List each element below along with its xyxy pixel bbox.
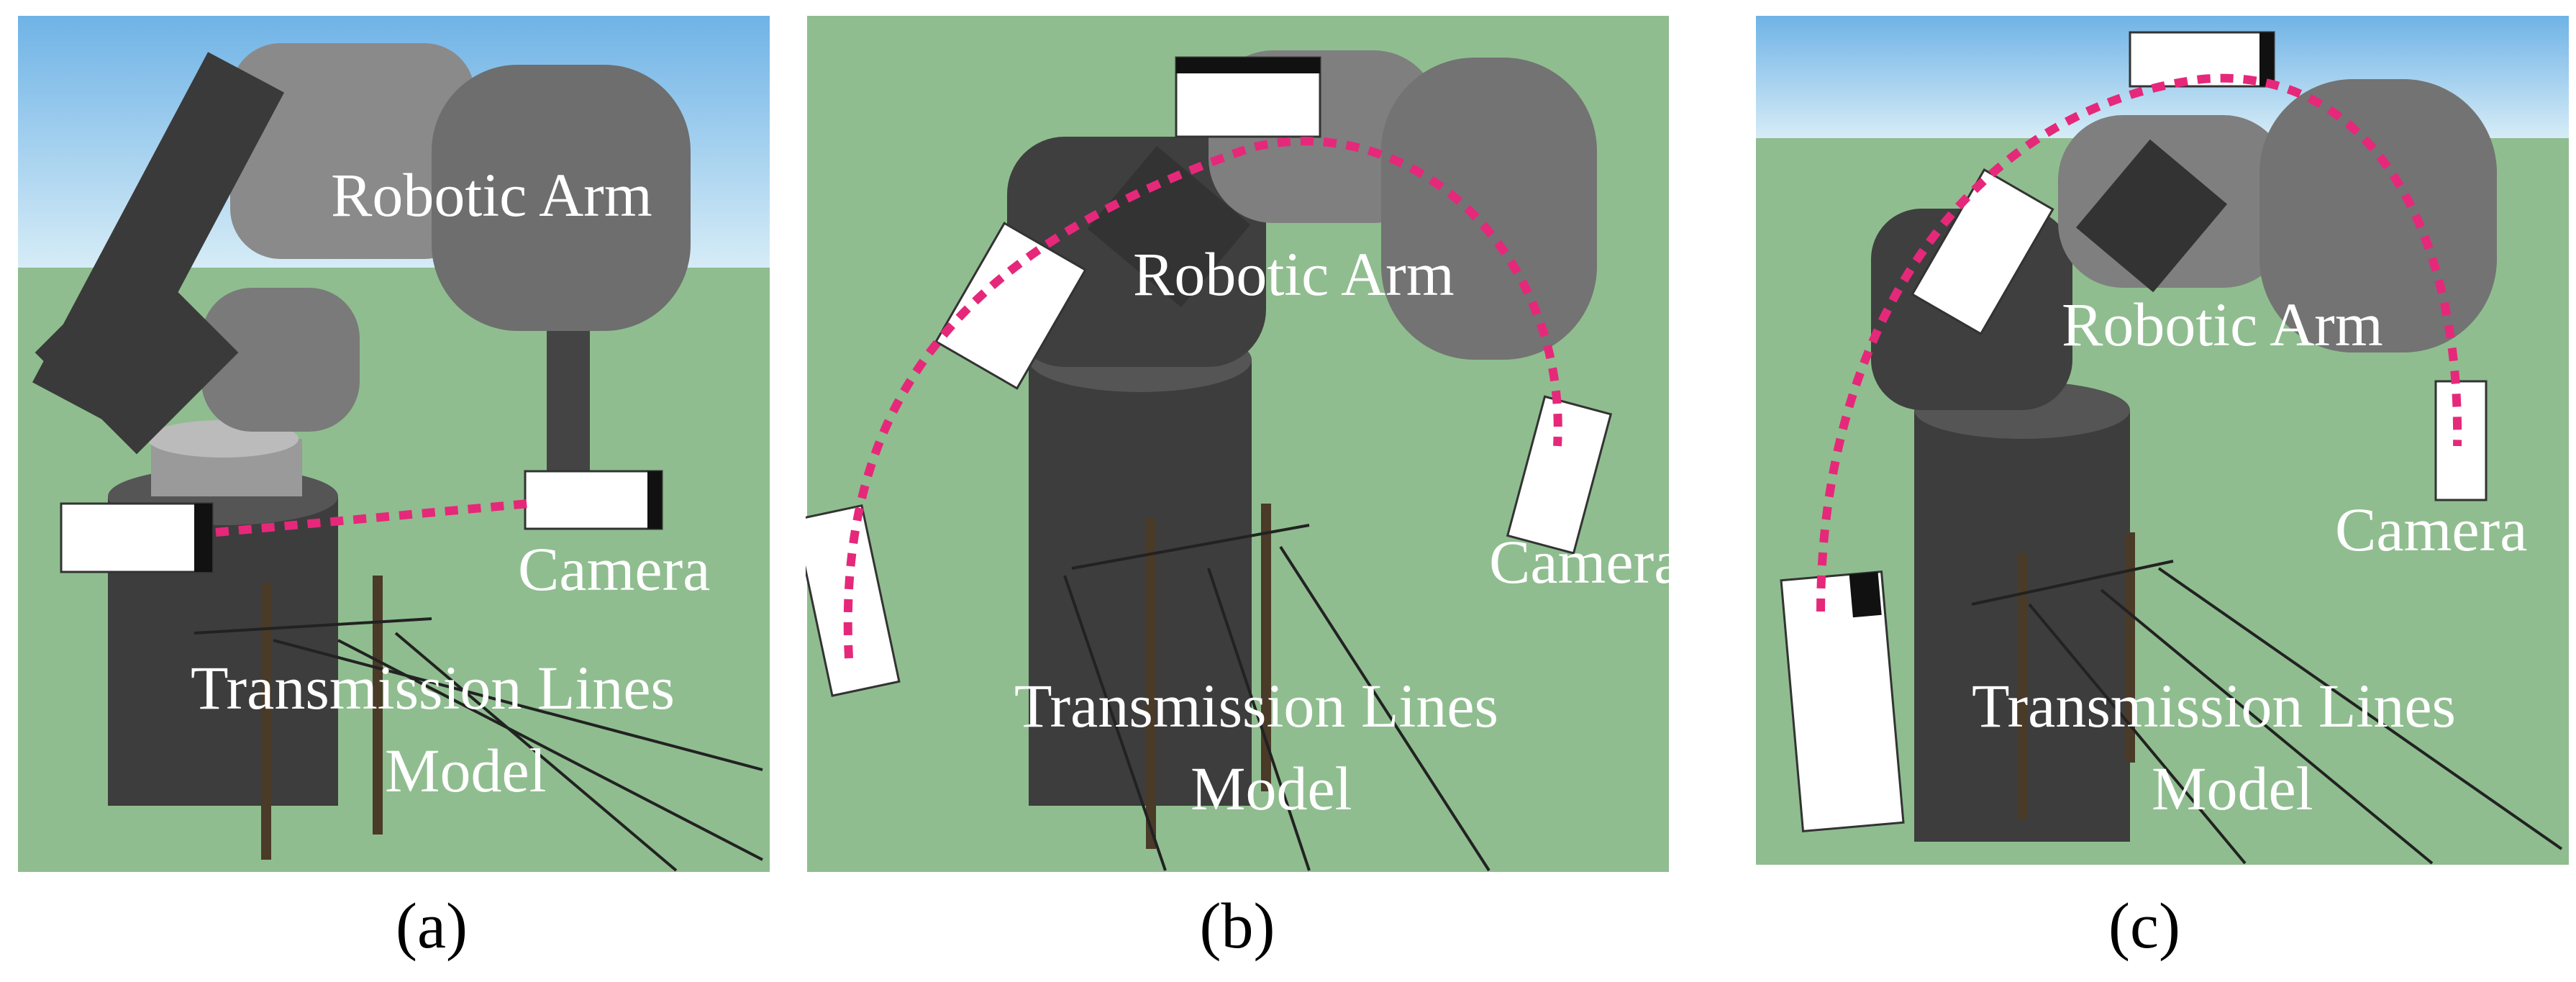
label-robotic-arm: Robotic Arm — [2062, 290, 2383, 359]
panel-a: Robotic Arm Camera Transmission Lines Mo… — [0, 0, 863, 982]
label-robotic-arm: Robotic Arm — [1133, 240, 1455, 309]
camera-top — [1175, 56, 1321, 138]
caption-a: (a) — [396, 891, 468, 962]
camera-end — [524, 470, 663, 530]
transmission-lines-model — [1063, 504, 1490, 872]
camera-end — [1506, 395, 1613, 555]
scene-c: Robotic Arm Camera Transmission Lines Mo… — [1756, 16, 2569, 865]
camera-path — [215, 499, 529, 537]
label-robotic-arm: Robotic Arm — [331, 160, 652, 229]
label-camera: Camera — [1489, 527, 1669, 596]
transmission-lines-model — [1971, 532, 2563, 865]
label-model: Model — [2152, 754, 2313, 823]
label-model: Model — [385, 736, 547, 805]
scene-a: Robotic Arm Camera Transmission Lines Mo… — [18, 16, 770, 872]
camera-start — [1780, 570, 1905, 833]
robot-base — [108, 420, 338, 806]
camera-start — [60, 502, 214, 573]
label-transmission-lines: Transmission Lines — [1014, 671, 1498, 740]
label-model: Model — [1191, 754, 1352, 823]
panel-c: Robotic Arm Camera Transmission Lines Mo… — [1713, 0, 2576, 982]
label-transmission-lines: Transmission Lines — [1972, 671, 2456, 740]
robotic-arm — [1007, 50, 1597, 367]
caption-c: (c) — [2108, 891, 2180, 962]
panel-b: Robotic Arm Camera Transmission Lines Mo… — [806, 0, 1669, 982]
camera-path — [843, 137, 1562, 659]
caption-b: (b) — [1199, 891, 1275, 962]
camera-mid — [934, 222, 1087, 390]
camera-path — [1816, 73, 2462, 612]
label-transmission-lines: Transmission Lines — [191, 653, 675, 722]
scene-b: Robotic Arm Camera Transmission Lines Mo… — [806, 16, 1669, 872]
label-camera: Camera — [2335, 495, 2527, 564]
transmission-lines-model — [194, 576, 763, 872]
camera-mid — [1911, 168, 2054, 336]
label-camera: Camera — [518, 535, 710, 604]
